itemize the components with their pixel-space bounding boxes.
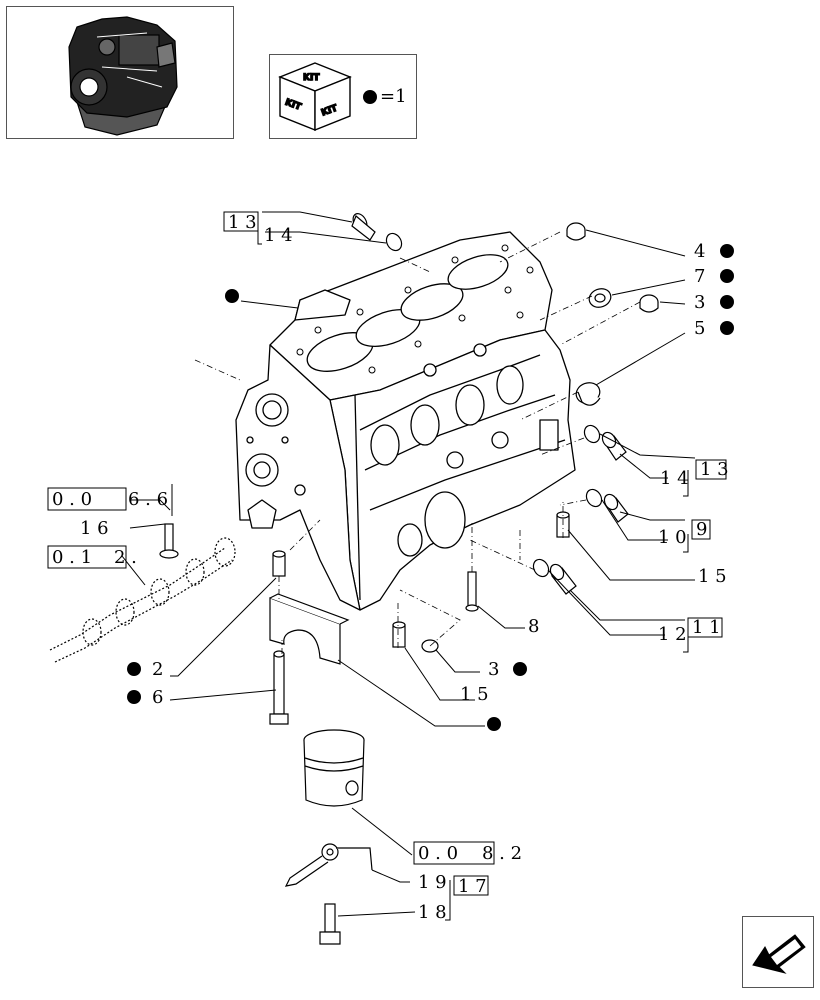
callout-labels: 1 3 1 4 4 7 3 5 1 4 1 3 1 0 9 1 5 1 2 1 … (52, 212, 729, 923)
kit-dot-2 (127, 662, 141, 676)
boxed-ref-frames (47, 211, 727, 896)
part-washer-12 (532, 558, 550, 578)
engine-thumbnail-image (68, 16, 178, 136)
ref-008-rest: 8 . 2 (482, 843, 522, 864)
label-15-right: 1 5 (698, 566, 727, 587)
label-10: 1 0 (658, 527, 687, 548)
kit-top-label: KIT (303, 73, 320, 83)
arrow-back-icon (752, 934, 806, 974)
part-oil-jet (284, 843, 373, 887)
label-13-top: 1 3 (228, 212, 257, 233)
kit-dot-cap (487, 717, 501, 731)
label-14-top: 1 4 (264, 225, 293, 246)
label-3-top: 3 (694, 292, 705, 313)
kit-dot-3b (513, 662, 527, 676)
label-2: 2 (152, 659, 163, 680)
ref-008-box: 0 . 0 (418, 843, 458, 864)
ref-006-rest: 6 . 6 (128, 489, 168, 510)
assembly-axis-lines (194, 231, 641, 654)
kit-dot-icon (363, 90, 377, 104)
kit-dot-4 (720, 244, 734, 258)
label-9: 9 (696, 519, 707, 540)
part-washer-10 (585, 488, 603, 508)
part-bolt-6 (269, 650, 289, 725)
part-bolt-8 (465, 571, 479, 612)
kit-dot-6 (127, 690, 141, 704)
leader-lines (121, 211, 696, 917)
label-4: 4 (694, 241, 705, 262)
label-5: 5 (694, 318, 705, 339)
kit-dot-block (225, 289, 239, 303)
part-plug-7 (588, 288, 612, 308)
label-11: 1 1 (692, 617, 721, 638)
ref-012-rest: 2 . (114, 547, 137, 568)
part-plug-11 (549, 563, 577, 595)
kit-dot-7 (720, 269, 734, 283)
kit-cube-icon: KIT KIT KIT (278, 62, 352, 132)
label-18: 1 8 (418, 902, 447, 923)
kit-legend-frame: KIT KIT KIT =1 (269, 54, 417, 139)
part-plug-13-top (351, 213, 376, 241)
part-plug-4 (566, 222, 586, 241)
part-dowel-15-bottom (392, 621, 406, 648)
label-7: 7 (694, 266, 705, 287)
kit-equals-label: =1 (380, 86, 407, 107)
part-washer-14-side (583, 424, 601, 444)
label-3-bottom: 3 (488, 659, 499, 680)
engine-thumbnail-frame (6, 6, 234, 139)
part-washer-14-top (385, 232, 403, 252)
label-15-bottom: 1 5 (460, 684, 489, 705)
part-plug-9 (603, 493, 629, 523)
label-8: 8 (528, 616, 539, 637)
part-piston (303, 729, 365, 807)
part-dowel-2 (272, 550, 286, 577)
part-bearing-cap (269, 593, 350, 665)
ref-006-box: 0 . 0 (52, 489, 92, 510)
ref-012-box: 0 . 1 (52, 547, 92, 568)
previous-page-button[interactable] (742, 916, 814, 988)
label-6: 6 (152, 687, 163, 708)
kit-dot-5 (720, 321, 734, 335)
part-plug-3-top (639, 294, 659, 313)
part-bolt-16 (159, 523, 179, 559)
kit-dot-3a (720, 295, 734, 309)
label-17: 1 7 (458, 876, 487, 897)
label-16: 1 6 (80, 518, 109, 539)
loose-parts (49, 213, 659, 945)
kit-dots (127, 244, 734, 731)
label-14-side: 1 4 (660, 468, 689, 489)
part-camshaft (49, 537, 236, 663)
part-plug-5 (575, 382, 601, 406)
cylinder-block-drawing (235, 231, 576, 611)
part-bolt-18 (319, 903, 341, 945)
label-12: 1 2 (658, 624, 687, 645)
label-19: 1 9 (418, 872, 447, 893)
label-13-side: 1 3 (700, 459, 729, 480)
